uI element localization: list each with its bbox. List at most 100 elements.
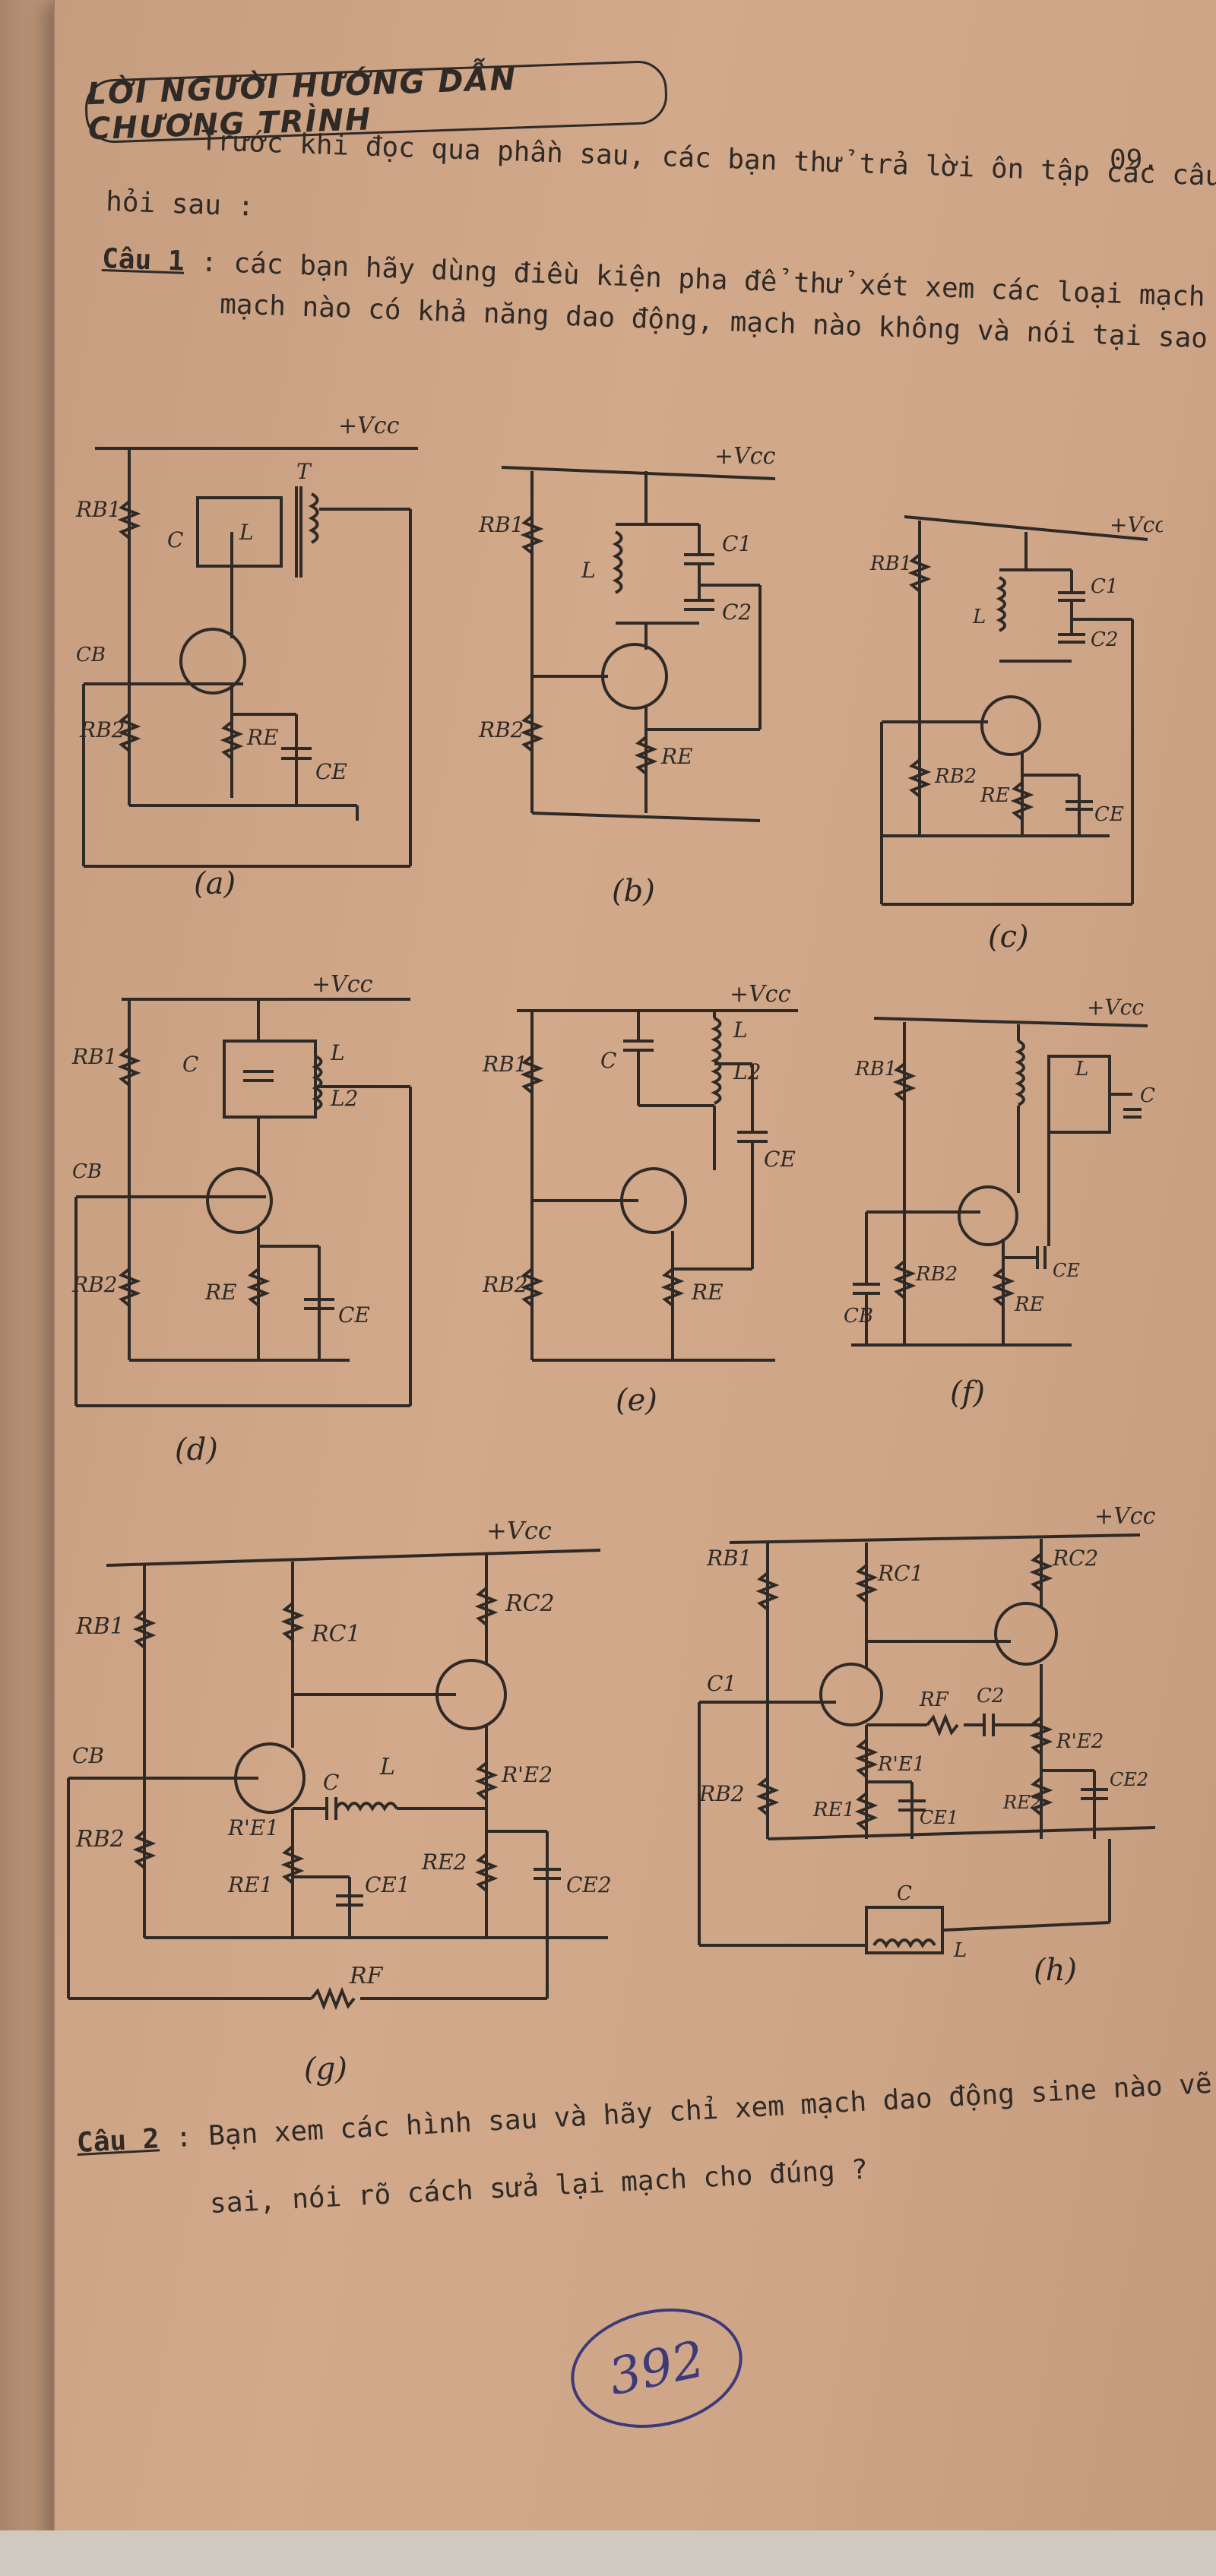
circuit-d-vcc: +Vcc — [312, 971, 373, 998]
circuit-h-rf: RF — [919, 1688, 949, 1711]
circuit-h-re2p: R'E2 — [1056, 1730, 1104, 1753]
circuit-e-ce: CE — [764, 1147, 796, 1172]
circuit-e-label: (e) — [616, 1383, 657, 1418]
circuit-b-rb1: RB1 — [478, 512, 524, 537]
circuit-a-rb1: RB1 — [75, 497, 121, 522]
circuit-h-c: C — [897, 1882, 912, 1905]
circuit-c-vcc: +Vcc — [1110, 512, 1163, 537]
circuit-h-rc1: RC1 — [877, 1561, 923, 1586]
circuit-h-re1p: R'E1 — [877, 1753, 925, 1776]
circuit-g: +Vcc RB1 RB2 CB RC1 RC2 C L R'E1 RE1 R'E… — [61, 1512, 669, 2044]
circuit-g-vcc: +Vcc — [486, 1516, 552, 1545]
desk-surface — [0, 2530, 1216, 2576]
circuit-h-c1: C1 — [707, 1671, 736, 1696]
facing-page-edge — [0, 0, 53, 2576]
circuit-f: +Vcc RB1 RB2 CB L C CE RE — [844, 995, 1163, 1375]
circuit-h-rb2: RB2 — [698, 1781, 744, 1806]
circuit-f-rb2: RB2 — [915, 1263, 958, 1286]
circuit-g-re2p: R'E2 — [501, 1762, 553, 1787]
circuit-g-rb1: RB1 — [75, 1613, 125, 1640]
circuit-d-re: RE — [204, 1280, 237, 1305]
circuit-d: +Vcc RB1 RB2 CB C L L2 RE CE — [61, 965, 426, 1421]
circuit-c-re: RE — [980, 784, 1010, 807]
circuit-g-rf: RF — [349, 1963, 384, 1989]
circuit-c-l: L — [972, 606, 986, 628]
circuit-a: +Vcc RB1 RB2 CB C L T RE CE — [68, 395, 426, 881]
circuit-c-rb2: RB2 — [934, 765, 977, 788]
page-number: 09. — [1110, 144, 1160, 176]
circuit-h-c2: C2 — [977, 1685, 1004, 1707]
circuit-g-re1: RE1 — [227, 1872, 273, 1897]
question-2-label: Câu 2 — [76, 2123, 160, 2159]
circuit-h-label: (h) — [1034, 1953, 1077, 1988]
circuit-a-c: C — [167, 527, 183, 552]
circuit-e-l2: L2 — [733, 1059, 761, 1084]
circuit-b-l: L — [581, 558, 596, 583]
circuit-a-ce: CE — [315, 759, 347, 784]
circuit-h: +Vcc RB1 RB2 C1 RC1 RC2 RF C2 R'E1 RE1 R… — [684, 1482, 1170, 1998]
circuit-a-vcc: +Vcc — [338, 413, 400, 439]
circuit-g-re1p: R'E1 — [227, 1815, 279, 1840]
circuit-e-drawing: +Vcc RB1 RB2 C L L2 CE RE — [482, 981, 798, 1362]
circuit-d-c: C — [182, 1052, 198, 1077]
circuit-e-re: RE — [691, 1280, 724, 1305]
circuit-g-cb: CB — [72, 1743, 104, 1768]
circuit-c: +Vcc RB1 RB2 L C1 C2 RE CE — [859, 509, 1167, 935]
circuit-a-cb: CB — [76, 644, 106, 666]
circuit-g-ce2: CE2 — [566, 1872, 612, 1897]
circuit-d-rb1: RB1 — [71, 1044, 117, 1069]
circuit-d-cb: CB — [72, 1160, 102, 1183]
circuit-b: +Vcc RB1 RB2 L C1 C2 RE — [471, 426, 790, 881]
circuit-e: +Vcc RB1 RB2 C L L2 CE RE — [471, 980, 806, 1383]
question-1-label: Câu 1 — [101, 243, 185, 277]
circuit-b-drawing: +Vcc RB1 RB2 L C1 C2 RE — [478, 443, 776, 822]
circuit-g-re2: RE2 — [421, 1850, 467, 1875]
circuit-b-vcc: +Vcc — [714, 443, 776, 470]
circuit-c-ce: CE — [1094, 803, 1124, 826]
circuit-h-re2: RE2 — [1002, 1792, 1042, 1813]
circuit-d-label: (d) — [175, 1432, 218, 1467]
circuit-e-l: L — [733, 1017, 748, 1043]
circuit-f-drawing: +Vcc RB1 RB2 CB L C CE RE — [844, 995, 1155, 1347]
circuit-d-drawing: +Vcc RB1 RB2 CB C L L2 RE CE — [71, 971, 412, 1407]
circuit-e-rb2: RB2 — [482, 1272, 527, 1297]
circuit-a-drawing: +Vcc RB1 RB2 CB C L T RE CE — [75, 413, 418, 868]
circuit-h-ce2: CE2 — [1110, 1769, 1148, 1790]
circuit-f-rb1: RB1 — [854, 1058, 897, 1081]
circuit-a-re: RE — [246, 725, 279, 750]
circuit-d-rb2: RB2 — [71, 1272, 117, 1297]
circuit-f-re: RE — [1014, 1293, 1044, 1316]
circuit-b-label: (b) — [612, 874, 655, 909]
circuit-g-rc1: RC1 — [311, 1621, 361, 1647]
circuit-h-rc2: RC2 — [1052, 1546, 1098, 1571]
circuit-h-vcc: +Vcc — [1094, 1503, 1156, 1530]
circuit-c-c2: C2 — [1091, 628, 1118, 651]
circuit-c-c1: C1 — [1091, 575, 1118, 598]
circuit-g-c: C — [323, 1770, 339, 1795]
circuit-b-rb2: RB2 — [478, 717, 524, 742]
page-number-stamp-text: 392 — [603, 2329, 710, 2407]
circuit-f-ce: CE — [1053, 1260, 1080, 1281]
circuit-h-l: L — [953, 1939, 967, 1962]
intro-line-2: hỏi sau : — [105, 186, 255, 223]
circuit-h-drawing: +Vcc RB1 RB2 C1 RC1 RC2 RF C2 R'E1 RE1 R… — [698, 1503, 1156, 1962]
circuit-g-label: (g) — [304, 2052, 347, 2087]
circuit-f-l: L — [1075, 1058, 1088, 1081]
circuit-g-rc2: RC2 — [505, 1590, 555, 1617]
circuit-g-drawing: +Vcc RB1 RB2 CB RC1 RC2 C L R'E1 RE1 R'E… — [67, 1516, 612, 2011]
circuit-d-l2: L2 — [330, 1086, 358, 1111]
document-page — [53, 0, 1216, 2576]
circuit-c-label: (c) — [988, 919, 1029, 954]
circuit-a-rb2: RB2 — [79, 717, 125, 742]
circuit-a-label: (a) — [194, 866, 236, 901]
circuit-b-c2: C2 — [722, 600, 752, 625]
circuit-b-re: RE — [660, 744, 693, 769]
circuit-g-ce1: CE1 — [365, 1872, 410, 1897]
circuit-d-ce: CE — [338, 1302, 370, 1328]
circuit-g-rb2: RB2 — [75, 1826, 125, 1853]
circuit-a-l: L — [239, 520, 254, 545]
circuit-a-t: T — [296, 459, 312, 484]
circuit-b-c1: C1 — [722, 531, 752, 556]
circuit-e-c: C — [600, 1048, 616, 1073]
circuit-f-cb: CB — [844, 1305, 873, 1328]
